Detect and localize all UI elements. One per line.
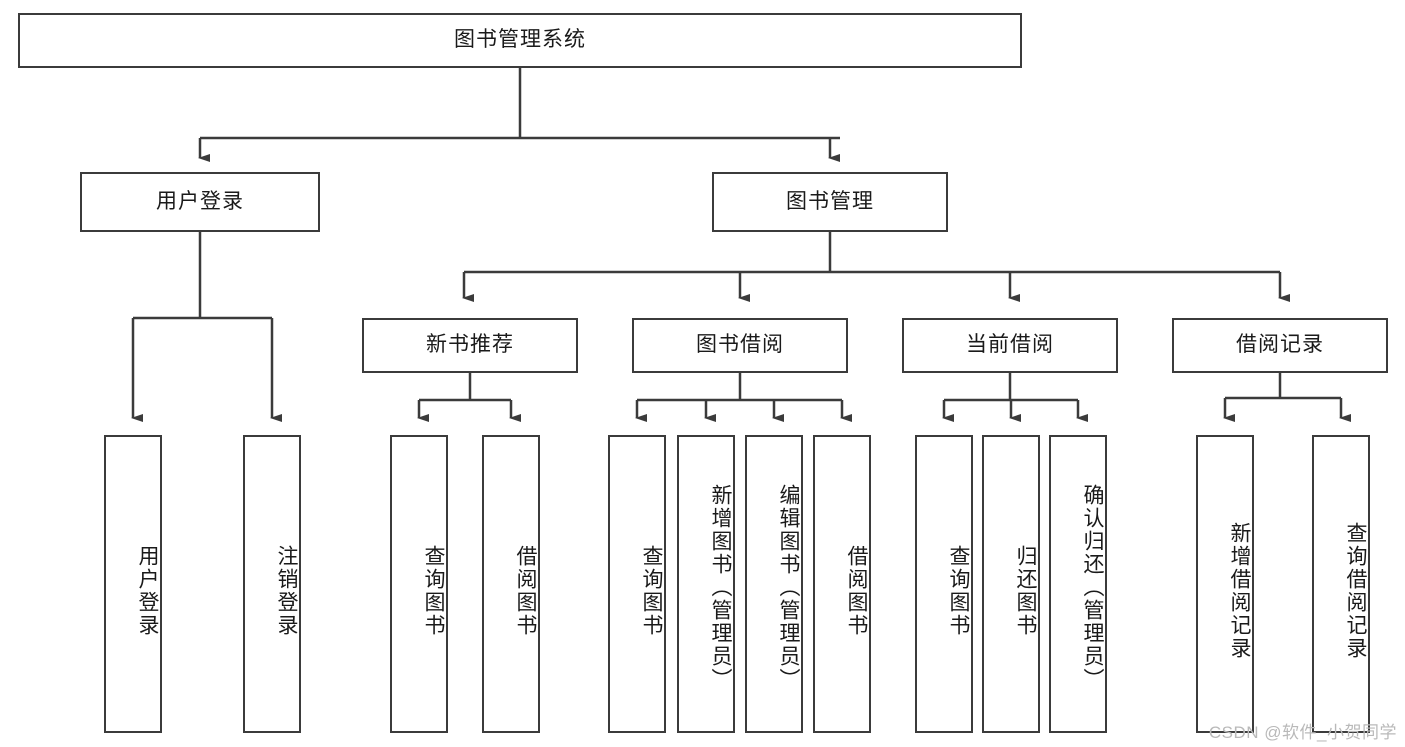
node-leaf-borrow-book[interactable]: 借阅图书 — [813, 435, 871, 733]
node-book-borrow[interactable]: 图书借阅 — [632, 318, 848, 373]
watermark: CSDN @软件_小贺同学 — [1208, 723, 1397, 742]
node-leaf-query-book-recommend[interactable]: 查询图书 — [390, 435, 448, 733]
node-leaf-add-borrow-record[interactable]: 新增借阅记录 — [1196, 435, 1254, 733]
node-label: 图书借阅 — [696, 333, 784, 357]
node-label: 查询图书 — [947, 545, 970, 637]
node-leaf-query-borrow-record[interactable]: 查询借阅记录 — [1312, 435, 1370, 733]
node-leaf-confirm-return-admin[interactable]: 确认归还（管理员） — [1049, 435, 1107, 733]
node-label: 编辑图书（管理员） — [777, 483, 800, 691]
node-label: 查询借阅记录 — [1344, 522, 1367, 660]
node-label: 借阅图书 — [514, 545, 537, 637]
node-leaf-borrow-book-recommend[interactable]: 借阅图书 — [482, 435, 540, 733]
node-leaf-edit-book-admin[interactable]: 编辑图书（管理员） — [745, 435, 803, 733]
node-label: 查询图书 — [640, 545, 663, 637]
node-leaf-user-login[interactable]: 用户登录 — [104, 435, 162, 733]
node-label: 图书管理系统 — [454, 28, 586, 52]
node-label: 查询图书 — [422, 545, 445, 637]
node-label: 新增借阅记录 — [1228, 522, 1251, 660]
node-label: 图书管理 — [786, 189, 874, 213]
node-label: 用户登录 — [136, 545, 159, 637]
node-leaf-return-book[interactable]: 归还图书 — [982, 435, 1040, 733]
node-leaf-logout[interactable]: 注销登录 — [243, 435, 301, 733]
node-label: 注销登录 — [275, 545, 298, 637]
node-leaf-query-book-borrow[interactable]: 查询图书 — [608, 435, 666, 733]
node-book-management[interactable]: 图书管理 — [712, 172, 948, 232]
node-borrow-record[interactable]: 借阅记录 — [1172, 318, 1388, 373]
node-leaf-query-book-current[interactable]: 查询图书 — [915, 435, 973, 733]
node-label: 当前借阅 — [966, 333, 1054, 357]
node-label: 新书推荐 — [426, 333, 514, 357]
node-label: 借阅图书 — [845, 545, 868, 637]
node-label: 确认归还（管理员） — [1081, 483, 1104, 691]
node-leaf-add-book-admin[interactable]: 新增图书（管理员） — [677, 435, 735, 733]
node-label: 用户登录 — [156, 189, 244, 213]
node-user-login[interactable]: 用户登录 — [80, 172, 320, 232]
node-label: 新增图书（管理员） — [709, 483, 732, 691]
node-new-book-recommend[interactable]: 新书推荐 — [362, 318, 578, 373]
node-root-system[interactable]: 图书管理系统 — [18, 13, 1022, 68]
node-label: 借阅记录 — [1236, 333, 1324, 357]
node-current-borrow[interactable]: 当前借阅 — [902, 318, 1118, 373]
node-label: 归还图书 — [1014, 545, 1037, 637]
